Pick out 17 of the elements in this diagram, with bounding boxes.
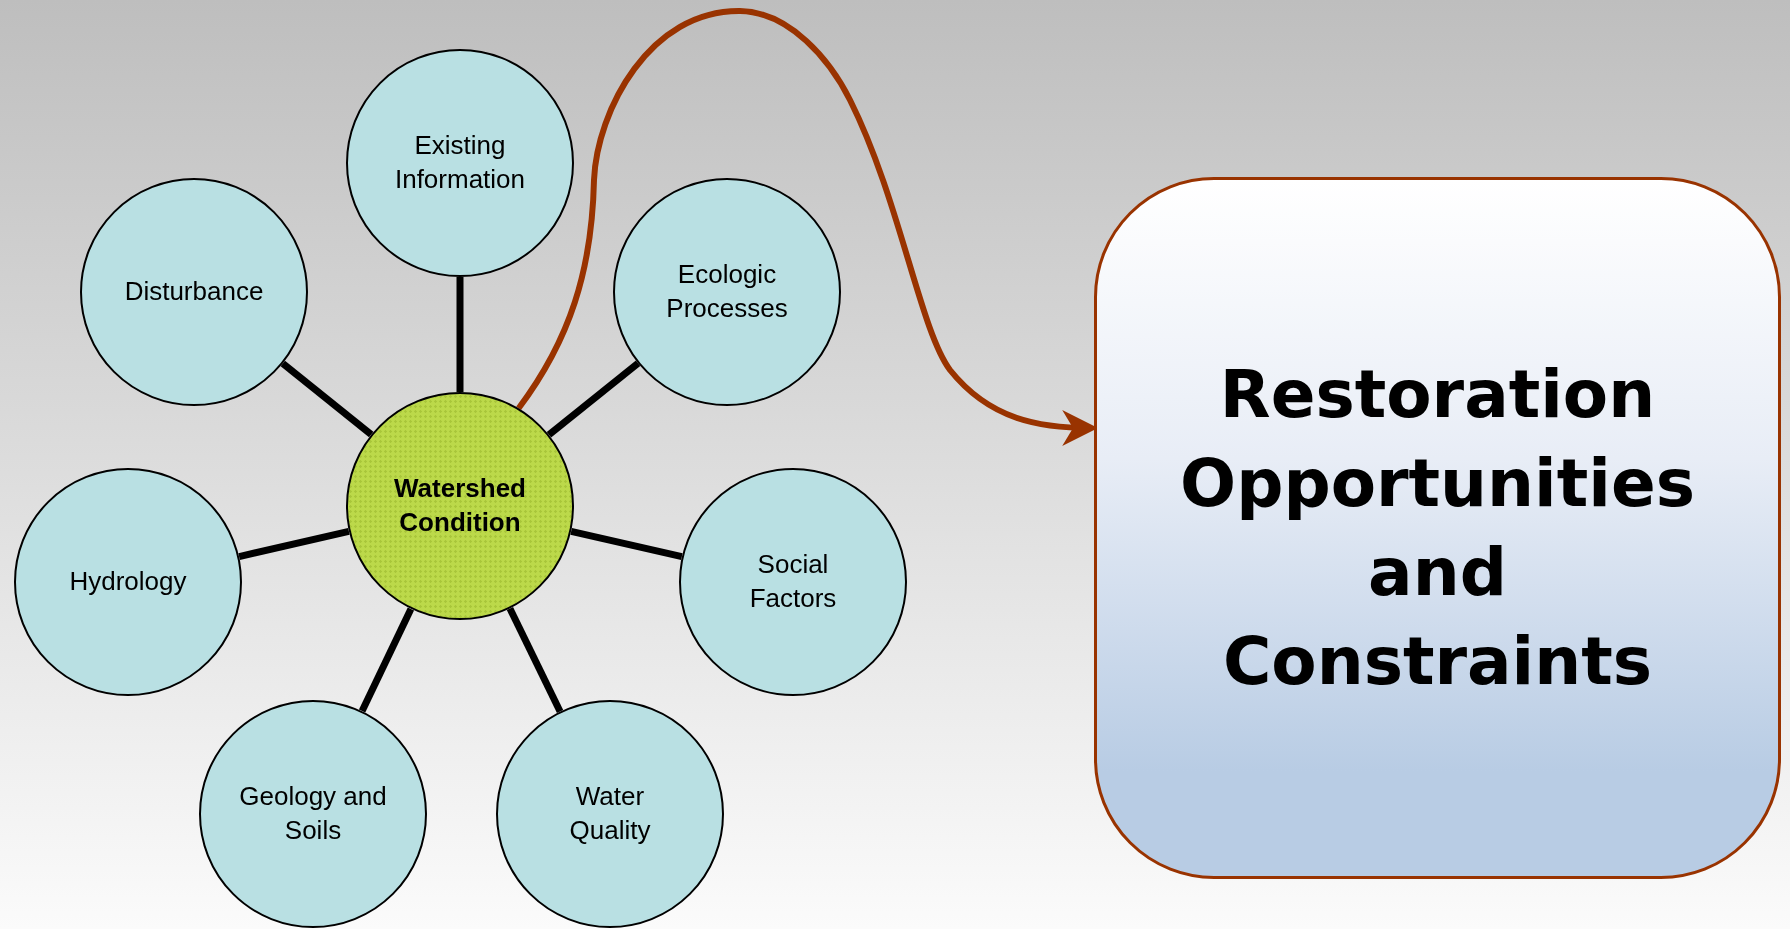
topic-label: Existing Information	[393, 129, 527, 196]
result-title: Restoration Opportunities and Constraints	[1180, 354, 1695, 703]
connector-line	[238, 528, 350, 560]
topic-label: Water Quality	[568, 780, 652, 847]
topic-label: Social Factors	[748, 548, 838, 615]
connector-line	[280, 360, 374, 438]
connector-line	[546, 360, 641, 438]
topic-label: Ecologic Processes	[665, 258, 789, 325]
topic-label: Geology and Soils	[238, 780, 388, 847]
connector-line	[570, 527, 683, 561]
topic-label: Disturbance	[124, 275, 264, 309]
connector-line	[506, 606, 564, 714]
result-box	[1094, 177, 1781, 879]
topic-label: Hydrology	[69, 565, 187, 599]
connector-line	[358, 607, 415, 713]
topic-label: Watershed Condition	[393, 472, 527, 539]
connector-line	[456, 277, 464, 392]
